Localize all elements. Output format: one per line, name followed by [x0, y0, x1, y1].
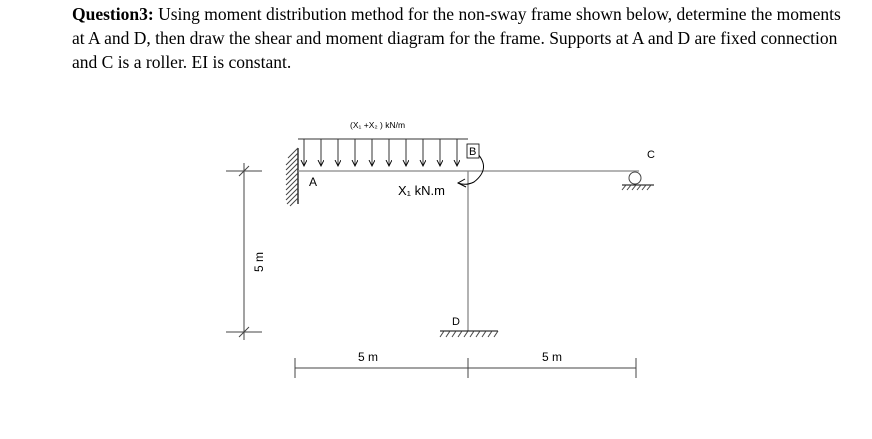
node-d-label: D — [452, 316, 460, 328]
height-dimension-label: 5 m — [252, 252, 266, 272]
moment-arrow-b — [457, 151, 484, 185]
node-b-label: B — [469, 146, 476, 158]
roller-support-c — [621, 171, 654, 191]
height-dimension — [226, 163, 262, 340]
span-bc-label: 5 m — [542, 350, 562, 364]
node-c-label: C — [647, 149, 655, 161]
span-ab-label: 5 m — [358, 350, 378, 364]
moment-label: X₁ kN.m — [398, 183, 445, 198]
fixed-support-d — [439, 330, 499, 338]
fixed-support-a — [285, 147, 299, 207]
node-a-label: A — [309, 175, 317, 189]
span-dimension — [294, 358, 637, 378]
node-b-box — [466, 143, 480, 159]
moment-arrowhead — [456, 178, 467, 188]
question-label: Question3: — [72, 4, 154, 24]
question-body: Using moment distribution method for the… — [72, 4, 841, 72]
question-text: Question3: Using moment distribution met… — [72, 2, 842, 74]
distributed-load — [298, 138, 468, 166]
load-label: (X₁ +X₂ ) kN/m — [350, 120, 405, 130]
